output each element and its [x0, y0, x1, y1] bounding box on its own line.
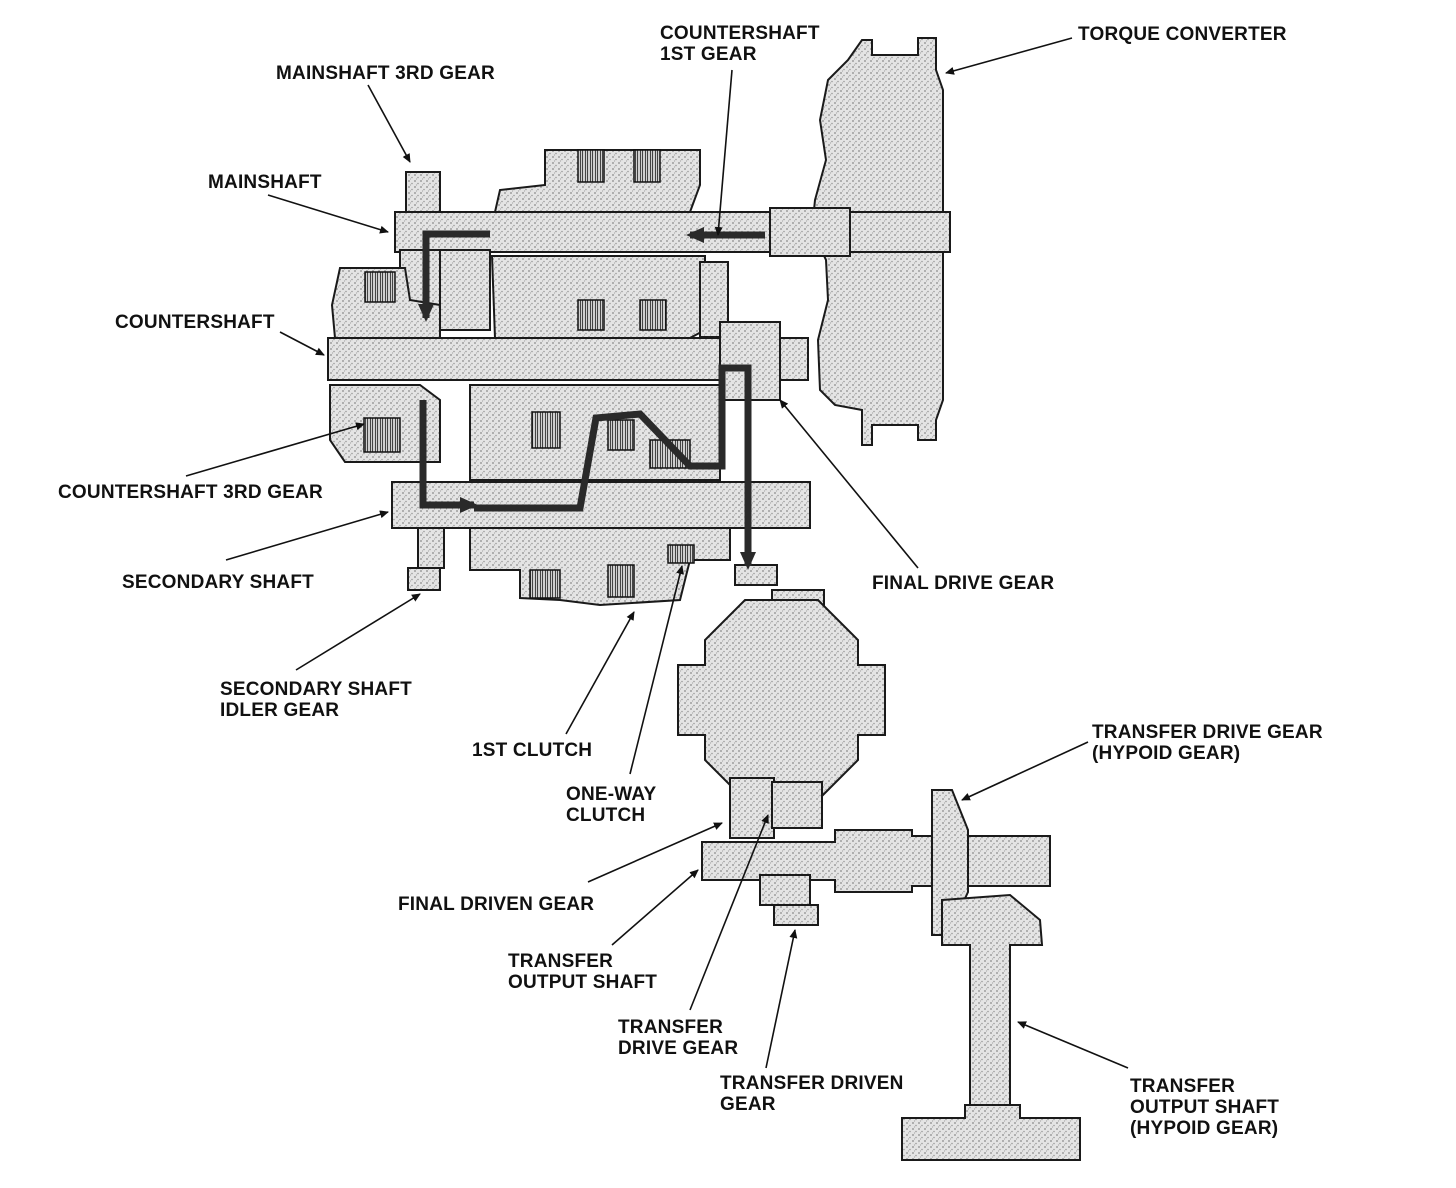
final-drive-differential	[677, 564, 886, 801]
label-transfer-drive-gear-hypoid-line2: (HYPOID GEAR)	[1092, 743, 1240, 764]
label-1st-clutch: 1ST CLUTCH	[472, 740, 592, 761]
final-driven-gear	[729, 777, 823, 839]
mainshaft-clutch-pack	[439, 149, 706, 339]
first-clutch-assembly	[469, 527, 731, 607]
label-final-drive-gear: FINAL DRIVE GEAR	[872, 573, 1054, 594]
label-final-driven-gear: FINAL DRIVEN GEAR	[398, 894, 594, 915]
label-secondary-shaft: SECONDARY SHAFT	[122, 572, 314, 593]
labels: MAINSHAFT 3RD GEAR MAINSHAFT COUNTERSHAF…	[58, 23, 1323, 1139]
label-transfer-driven-gear-line1: TRANSFER DRIVEN	[720, 1073, 904, 1094]
label-torque-converter: TORQUE CONVERTER	[1078, 24, 1287, 45]
label-countershaft-3rd-gear: COUNTERSHAFT 3RD GEAR	[58, 482, 323, 503]
label-countershaft-1st-gear-line1: COUNTERSHAFT	[660, 23, 820, 44]
label-transfer-driven-gear-line2: GEAR	[720, 1094, 776, 1115]
label-one-way-clutch-line1: ONE-WAY	[566, 784, 657, 805]
label-transfer-drive-gear-hypoid-line1: TRANSFER DRIVE GEAR	[1092, 722, 1323, 743]
label-transfer-output-shaft-hypoid-line1: TRANSFER	[1130, 1076, 1235, 1097]
label-secondary-shaft-idler-gear-line2: IDLER GEAR	[220, 700, 339, 721]
label-transfer-output-shaft-line1: TRANSFER	[508, 951, 613, 972]
secondary-shaft-idler-gear	[407, 527, 445, 591]
label-transfer-output-shaft-hypoid-line3: (HYPOID GEAR)	[1130, 1118, 1278, 1139]
label-transfer-output-shaft-line2: OUTPUT SHAFT	[508, 972, 657, 993]
countershaft-left-clutch	[330, 267, 441, 339]
label-mainshaft: MAINSHAFT	[208, 172, 322, 193]
label-countershaft: COUNTERSHAFT	[115, 312, 275, 333]
label-mainshaft-3rd-gear: MAINSHAFT 3RD GEAR	[276, 63, 495, 84]
leader-lines	[185, 37, 1129, 1069]
label-transfer-output-shaft-hypoid-line2: OUTPUT SHAFT	[1130, 1097, 1279, 1118]
transfer-output-shaft-hypoid	[901, 893, 1081, 1161]
power-flow-path	[418, 227, 765, 570]
label-one-way-clutch-line2: CLUTCH	[566, 805, 645, 826]
label-transfer-drive-gear-line1: TRANSFER	[618, 1017, 723, 1038]
label-transfer-drive-gear-line2: DRIVE GEAR	[618, 1038, 738, 1059]
countershaft-3rd-gear	[329, 384, 441, 463]
label-countershaft-1st-gear-line2: 1ST GEAR	[660, 44, 757, 65]
label-secondary-shaft-idler-gear-line1: SECONDARY SHAFT	[220, 679, 412, 700]
